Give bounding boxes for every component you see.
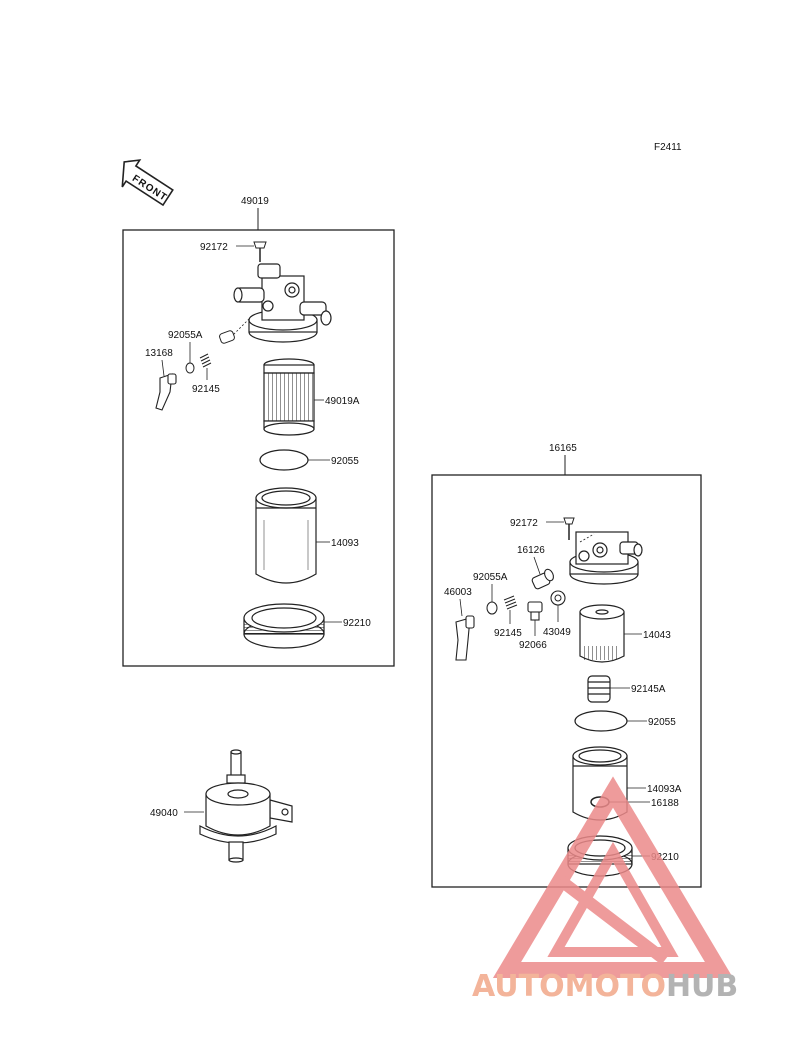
label-92055-left: 92055	[331, 456, 359, 467]
spring-part-right	[503, 595, 518, 610]
label-16126-right: 16126	[517, 545, 545, 556]
group-right-title: 16165	[549, 443, 577, 454]
label-92055-right: 92055	[648, 717, 676, 728]
label-92145-left: 92145	[192, 384, 220, 395]
inline-filter-part	[199, 749, 293, 863]
group-left-title: 49019	[241, 196, 269, 207]
watermark-text: AUTOMOTOHUB	[472, 969, 738, 1004]
filter-element-left	[263, 358, 315, 436]
bowl-part-left	[255, 487, 317, 584]
screw-part-left	[253, 241, 267, 262]
label-92145-right: 92145	[494, 628, 522, 639]
o-ring-part-left	[185, 362, 195, 374]
label-14043-right: 14043	[643, 630, 671, 641]
spring-small-part-right	[587, 675, 611, 703]
watermark-logo	[492, 776, 734, 978]
spring-part-left	[199, 353, 212, 368]
ring-nut-part-left	[243, 603, 325, 649]
filter-head-left	[233, 263, 332, 343]
label-92172-left: 92172	[200, 242, 228, 253]
label-92055a-left: 92055A	[168, 330, 203, 341]
watermark-part1: AUTOMOTO	[472, 969, 666, 1004]
fitting-part-left	[219, 330, 235, 344]
lever-part-left	[155, 373, 177, 411]
label-49040: 49040	[150, 808, 178, 819]
filter-head-right	[569, 531, 643, 585]
gasket-part-left	[259, 449, 309, 471]
label-92055a-right: 92055A	[473, 572, 508, 583]
label-49019a-left: 49019A	[325, 396, 360, 407]
label-46003-right: 46003	[444, 587, 472, 598]
diagram-code: F2411	[654, 142, 682, 153]
fitting-part-right	[531, 568, 554, 590]
label-14093a-right: 14093A	[647, 784, 682, 795]
lever-part-right	[455, 615, 475, 661]
gasket-part-right	[574, 710, 628, 732]
plug-part-right	[527, 601, 543, 621]
label-92210-right: 92210	[651, 852, 679, 863]
filter-element-right	[579, 604, 625, 663]
watermark-part2: HUB	[666, 969, 738, 1004]
label-14093-left: 14093	[331, 538, 359, 549]
group-right-frame	[431, 474, 702, 888]
label-92210-left: 92210	[343, 618, 371, 629]
label-92145a-right: 92145A	[631, 684, 666, 695]
label-92172-right: 92172	[510, 518, 538, 529]
screw-part-right	[563, 517, 575, 540]
label-16188-right: 16188	[651, 798, 679, 809]
label-13168-left: 13168	[145, 348, 173, 359]
group-left-frame	[122, 229, 395, 667]
label-92066-right: 92066	[519, 640, 547, 651]
label-43049-right: 43049	[543, 627, 571, 638]
o-ring-part-right	[486, 601, 498, 615]
front-arrow-icon: FRONT	[121, 159, 174, 207]
